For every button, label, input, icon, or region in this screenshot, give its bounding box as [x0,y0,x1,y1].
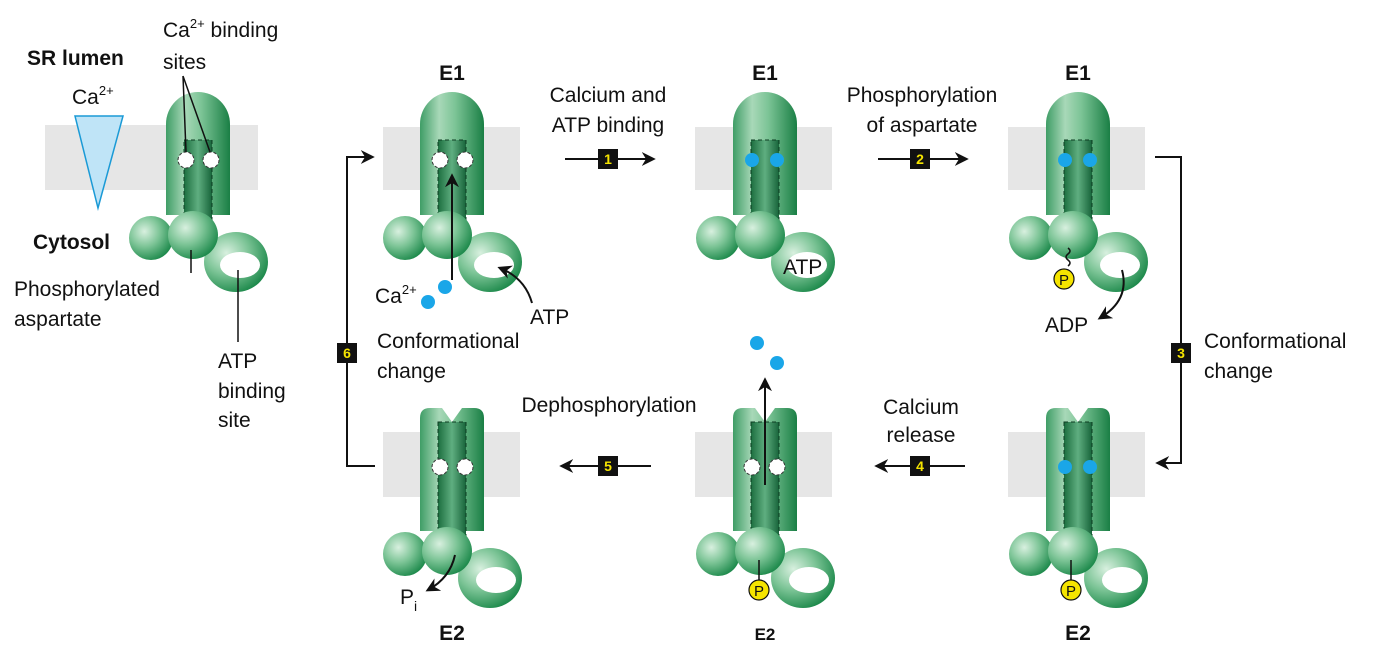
step-2-label-2: of aspartate [867,114,978,137]
atp-arrow [497,265,533,304]
released-calcium-ion [750,336,764,350]
phosphate-icon [1053,268,1075,290]
phosphate-icon [1060,579,1082,601]
bound-atp-label: ATP [783,256,822,279]
cytosol-label: Cytosol [33,231,110,254]
ca-gradient-label: Ca2+ [72,83,114,109]
phosphate-icon [748,579,770,601]
step-4-number: 4 [916,458,924,474]
calcium-gradient-triangle [74,115,124,211]
step-3-label-2: change [1204,360,1273,383]
atp-site-label: ATP [218,350,257,373]
phosphorylated-label: Phosphorylated [14,278,160,301]
binding-sites-label: Ca2+ binding [163,16,278,42]
empty-binding-site [456,151,474,169]
empty-binding-site [431,458,449,476]
pi-label: Pi [400,586,417,614]
empty-binding-site [177,151,195,169]
state-e1-label: E1 [1065,62,1091,85]
empty-binding-site [743,458,761,476]
step-5-number: 5 [604,458,612,474]
step-5-label: Dephosphorylation [521,394,696,417]
phosphate-label: P [754,583,764,600]
step-1-label-2: ATP binding [552,114,664,137]
step-3-number: 3 [1177,345,1185,361]
step-2-label: Phosphorylation [847,84,998,107]
bound-calcium-ion [1058,153,1072,167]
released-calcium-ion [770,356,784,370]
step-4-label: Calcium [883,396,959,419]
bound-calcium-ion [1058,460,1072,474]
state-e2-label: E2 [1065,622,1091,645]
protein-reference [128,91,269,293]
adp-label: ADP [1045,314,1088,337]
step-3-label: Conformational [1204,330,1346,353]
phosphate-release-arrow [425,554,456,592]
phosphate-label: P [1059,272,1069,289]
step-6-badge [337,343,357,363]
state-e1-label: E1 [439,62,465,85]
step-6-label-2: change [377,360,446,383]
leader-line [182,75,211,153]
empty-binding-site [431,151,449,169]
sr-lumen-label: SR lumen [27,47,124,70]
step-1-label: Calcium and [550,84,667,107]
calcium-ion [421,295,435,309]
step-4-label-2: release [887,424,956,447]
step-6-number: 6 [343,345,351,361]
step-3-arrow [1155,156,1182,470]
binding-sites-label-2: sites [163,51,206,74]
step-2-badge [910,149,930,169]
bound-calcium-ion [745,153,759,167]
bound-calcium-ion [1083,153,1097,167]
step-1-number: 1 [604,151,612,167]
atp-label: ATP [530,306,569,329]
state-e1-label: E1 [752,62,778,85]
step-4-badge [910,456,930,476]
atp-site-label-2: binding [218,380,286,403]
empty-binding-site [768,458,786,476]
atp-site-label-3: site [218,409,251,432]
calcium-ion [438,280,452,294]
step-3-badge [1171,343,1191,363]
step-2-number: 2 [916,151,924,167]
step-6-label: Conformational [377,330,519,353]
step-6-arrow [346,150,375,467]
adp-release-arrow [1097,269,1125,320]
pump-e1-phosphorylated [1008,91,1149,293]
step-1-badge [598,149,618,169]
state-e2-label: E2 [439,622,465,645]
phosphorylated-label-2: aspartate [14,308,102,331]
empty-binding-site [456,458,474,476]
bound-calcium-ion [1083,460,1097,474]
phosphate-label: P [1066,583,1076,600]
state-e2-label: E2 [755,625,776,644]
bound-calcium-ion [770,153,784,167]
step-5-badge [598,456,618,476]
empty-binding-site [202,151,220,169]
calcium-label: Ca2+ [375,282,417,308]
phospho-bond [1065,247,1071,267]
